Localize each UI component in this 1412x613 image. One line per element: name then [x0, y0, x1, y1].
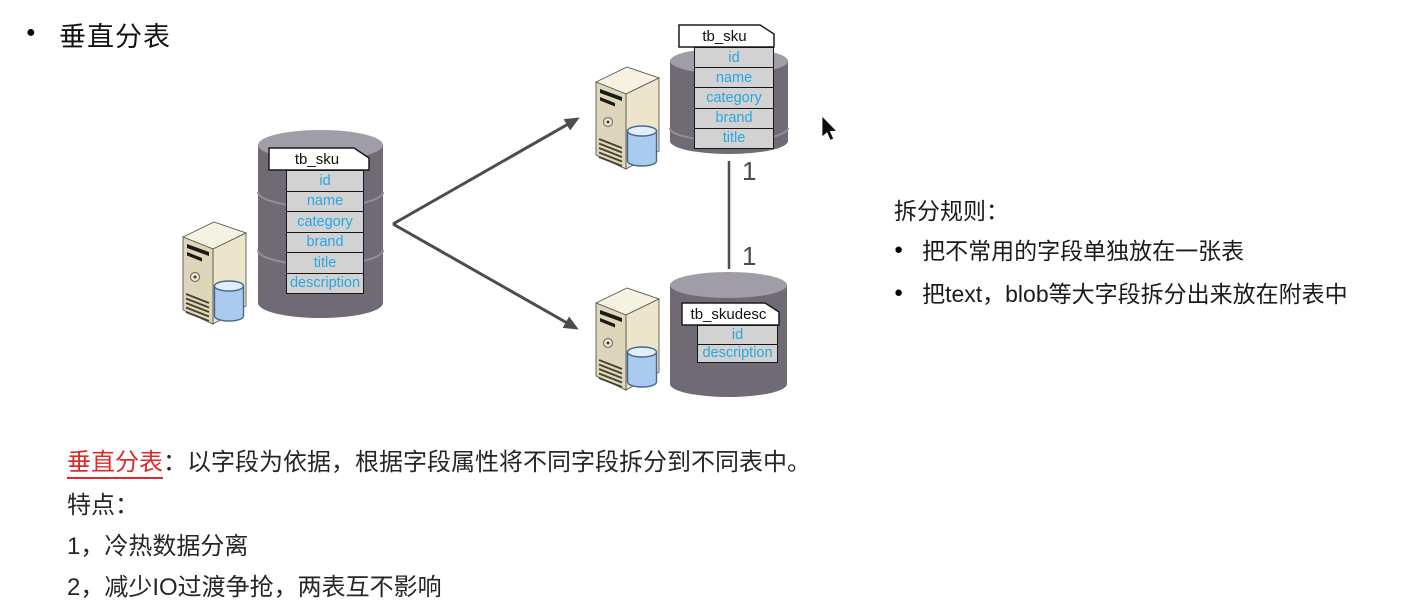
table-field: id [694, 47, 774, 69]
split-bottom-table-name: tb_skudesc [690, 305, 767, 323]
table-field: category [286, 211, 364, 233]
definition-line: 垂直分表：以字段为依据，根据字段属性将不同字段拆分到不同表中。 [67, 447, 811, 479]
table-field: category [694, 87, 774, 109]
split-bottom-header-plate [681, 302, 780, 326]
table-field: description [697, 343, 778, 363]
server-icon [182, 221, 247, 325]
rule-item: ● 把text，blob等大字段拆分出来放在附表中 [894, 275, 1348, 309]
server-icon [595, 287, 660, 391]
source-table-header-plate [268, 147, 370, 171]
term-highlight: 垂直分表 [67, 449, 163, 479]
split-top-header-plate [678, 24, 775, 48]
rule-item: ● 把不常用的字段单独放在一张表 [894, 232, 1244, 266]
mouse-cursor-icon [821, 114, 838, 141]
split-top-table-fields: id name category brand title [694, 47, 774, 149]
rules-heading: 拆分规则： [894, 198, 1009, 224]
term-separator: ： [163, 449, 187, 476]
source-table-fields: id name category brand title description [286, 170, 364, 294]
table-field: name [286, 190, 364, 212]
feature-item: 2，减少IO过渡争抢，两表互不影响 [67, 574, 442, 601]
rule-text: 把不常用的字段单独放在一张表 [922, 238, 1245, 264]
title-bullet-icon: ● [26, 24, 36, 41]
table-field: id [697, 325, 778, 345]
feature-item: 1，冷热数据分离 [67, 533, 249, 560]
relation-label-top: 1 [742, 156, 757, 186]
relation-label-bottom: 1 [742, 241, 757, 271]
bullet-icon: ● [894, 240, 904, 258]
table-field: title [286, 252, 364, 274]
definition-text: 以字段为依据，根据字段属性将不同字段拆分到不同表中。 [187, 449, 811, 476]
rule-text: 把text，blob等大字段拆分出来放在附表中 [922, 281, 1348, 307]
split-top-table-name: tb_sku [702, 27, 747, 45]
table-field: id [286, 170, 364, 192]
split-bottom-table-fields: id description [697, 325, 778, 363]
table-field: title [694, 127, 774, 149]
features-heading: 特点： [67, 492, 139, 519]
table-field: description [286, 272, 364, 294]
table-field: brand [694, 107, 774, 129]
bullet-icon: ● [894, 283, 904, 301]
split-arrows [392, 117, 580, 330]
page-title: 垂直分表 [59, 22, 171, 52]
source-table-name: tb_sku [294, 150, 340, 168]
server-icon [595, 66, 660, 170]
table-field: name [694, 67, 774, 89]
table-field: brand [286, 231, 364, 253]
